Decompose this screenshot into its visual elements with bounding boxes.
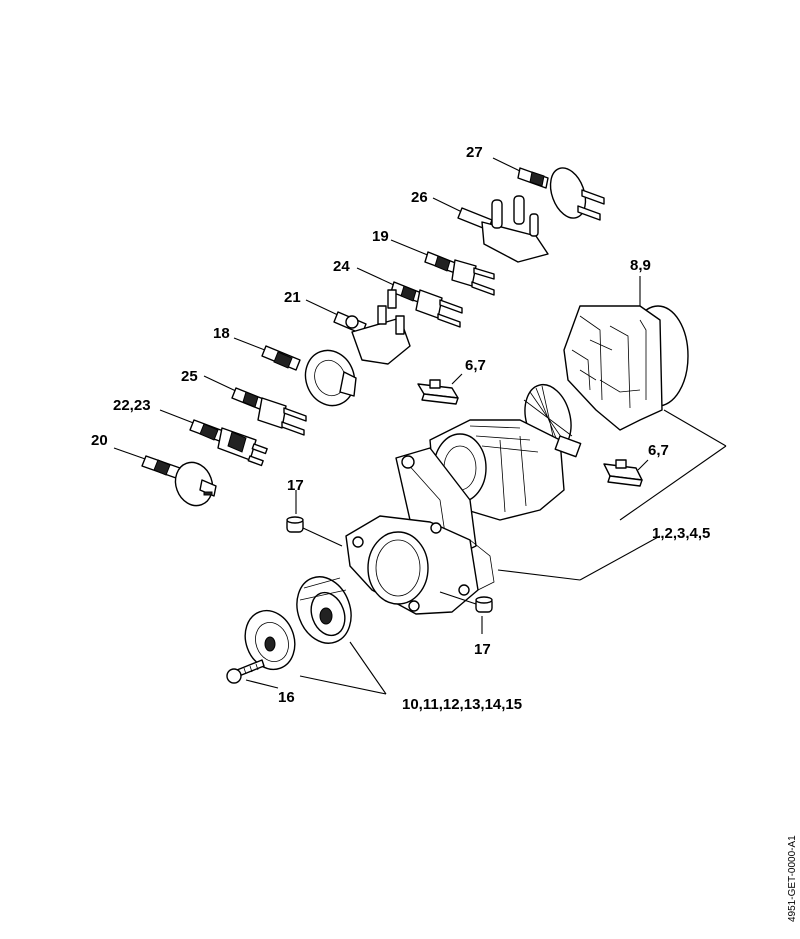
brush-holder-6-7-lower <box>603 459 649 487</box>
plug-25 <box>203 375 307 436</box>
plug-20 <box>113 447 217 507</box>
label-6-7-upper: 6,7 <box>465 357 486 374</box>
label-1-5: 1,2,3,4,5 <box>652 525 710 542</box>
motor-assembly-1-5 <box>395 383 727 559</box>
label-18: 18 <box>213 325 230 342</box>
flange-housing <box>345 515 661 615</box>
label-6-7-lower: 6,7 <box>648 442 669 459</box>
plug-26 <box>432 195 549 263</box>
label-20: 20 <box>91 432 108 449</box>
screw-16 <box>226 659 279 689</box>
clutch-assembly-10-15 <box>244 576 387 695</box>
bushing-17-left <box>286 490 343 547</box>
label-24: 24 <box>333 258 350 275</box>
bushing-17-right <box>439 591 493 634</box>
plug-18 <box>233 337 357 407</box>
motor-shell-8-9 <box>563 276 689 431</box>
plug-27 <box>492 157 605 221</box>
drawing-code: 4951-GET-0000-A1 <box>787 835 798 922</box>
brush-holder-6-7-upper <box>417 373 463 405</box>
label-19: 19 <box>372 228 389 245</box>
label-16: 16 <box>278 689 295 706</box>
label-26: 26 <box>411 189 428 206</box>
label-17-left: 17 <box>287 477 304 494</box>
part-labels: 27 26 19 24 21 18 25 22,23 20 8,9 6,7 6,… <box>91 144 710 713</box>
label-17-right: 17 <box>474 641 491 658</box>
label-8-9: 8,9 <box>630 257 651 274</box>
plug-19 <box>390 239 495 296</box>
plug-21 <box>305 289 411 365</box>
plug-24 <box>356 267 463 328</box>
label-21: 21 <box>284 289 301 306</box>
label-27: 27 <box>466 144 483 161</box>
label-10-15: 10,11,12,13,14,15 <box>402 696 522 713</box>
plug-22-23 <box>159 409 268 467</box>
label-22-23: 22,23 <box>113 397 151 414</box>
label-25: 25 <box>181 368 198 385</box>
